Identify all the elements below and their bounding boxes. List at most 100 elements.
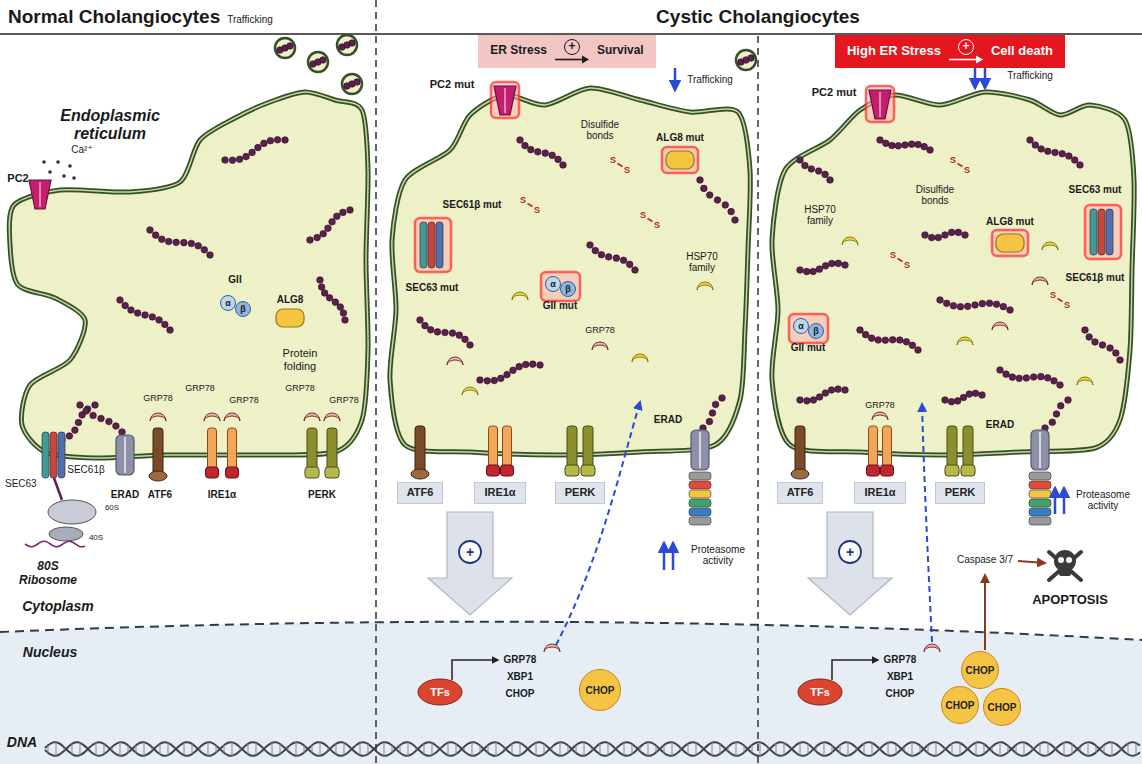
activity-label: Proteasome activity: [1071, 489, 1135, 512]
banner-text: Survival: [597, 44, 644, 58]
proteasome-symbol: [689, 472, 711, 525]
protein-chain: [857, 327, 922, 354]
ire1-sensor: [228, 428, 237, 470]
ire1-sensor: [869, 426, 878, 468]
node-text: CHOP: [988, 702, 1017, 713]
sensor-box: PERK: [935, 482, 986, 503]
chaperone-return-arrow: [556, 402, 640, 645]
skull-symbol: [1049, 550, 1081, 580]
sensor-box: ATF6: [777, 482, 824, 503]
translocon-symbol: [420, 222, 443, 268]
glucosidase-alpha: [546, 277, 561, 292]
mutant-label: GII mut: [791, 342, 825, 354]
chaperone-label: GRP78: [143, 393, 173, 403]
pc2-channel: [869, 90, 891, 119]
compartment-label: DNA: [7, 734, 37, 750]
hsp70-symbol: [1077, 377, 1093, 385]
hsp70-symbol: [1042, 242, 1058, 250]
protein-chain: [1042, 397, 1072, 432]
grp78-symbol: [1032, 277, 1048, 285]
ire1-kinase: [867, 465, 880, 476]
plus-circle: [839, 541, 861, 563]
glucosidase-beta: [561, 282, 576, 297]
plus-sign: +: [564, 39, 580, 55]
chaperone-label: HSP70 family: [673, 251, 731, 274]
banner-text: Cell death: [991, 44, 1053, 59]
gene-label: XBP1: [887, 671, 913, 683]
atf6-domain: [411, 469, 429, 479]
ribosome-60s: [48, 500, 96, 524]
protein-label: SEC63: [5, 478, 37, 490]
bond-label: Disulfide bonds: [570, 119, 630, 142]
protein-chain: [344, 79, 361, 90]
trafficking-arrow: [974, 64, 977, 88]
vesicle: [736, 50, 756, 70]
er-membrane: [772, 92, 1134, 455]
sulfur-label: S: [640, 210, 646, 220]
mutant-label: ALG8 mut: [986, 216, 1034, 228]
protein-chain: [877, 137, 934, 154]
mutation-highlight: [541, 272, 580, 301]
plus-sign: +: [466, 544, 474, 560]
hsp70-symbol: [632, 354, 648, 362]
ribosome-40s: [49, 527, 83, 541]
perk-sensor: [567, 426, 577, 468]
atf6-domain: [149, 471, 167, 481]
ire1-kinase: [881, 465, 894, 476]
glucosidase-alpha: [221, 296, 236, 311]
mutation-highlight: [491, 82, 519, 118]
column-heading: Cystic Cholangiocytes: [656, 6, 860, 28]
increase-arrow: [1063, 488, 1066, 514]
transcription-arrow: [452, 660, 498, 680]
signal-arrow: [808, 512, 892, 615]
complex-label: ERAD: [111, 489, 139, 501]
chaperone-return-arrow: [922, 404, 932, 642]
mutant-label: SEC61β mut: [443, 199, 502, 211]
complex-label: ERAD: [986, 419, 1014, 431]
activity-label: Proteasome activity: [686, 544, 750, 567]
mutation-highlight: [789, 314, 828, 343]
sensor-box: PERK: [555, 482, 606, 503]
column-heading: Normal Cholangiocytes: [8, 6, 220, 28]
gene-label: GRP78: [504, 654, 537, 666]
panel-divider: [375, 0, 377, 764]
sensor-box: IRE1α: [474, 482, 525, 503]
erad-pore: [699, 432, 701, 468]
arrow-glyph: [948, 55, 984, 64]
banner-text: ER Stress: [490, 44, 547, 58]
grp78-symbol: [304, 413, 320, 421]
bond-label: Disulfide bonds: [905, 184, 965, 207]
grp78-symbol: [992, 322, 1008, 330]
increase-arrow: [672, 543, 675, 570]
plus-sign: +: [958, 39, 974, 55]
node-text: ATF6: [787, 486, 814, 498]
perk-kinase: [961, 465, 975, 476]
node-text: CHOP: [586, 685, 615, 696]
perk-kinase: [581, 465, 595, 476]
protein-chain: [1027, 137, 1084, 169]
banner-text: High ER Stress: [847, 44, 941, 59]
vesicle: [275, 38, 295, 58]
mutant-label: SEC61β mut: [1066, 272, 1125, 284]
grp78-symbol: [324, 413, 340, 421]
nucleus-ground: [0, 622, 1142, 764]
trafficking-arrow: [984, 64, 987, 88]
pc2-pore: [39, 182, 41, 207]
pc2-pore: [879, 92, 881, 117]
protein-chain: [797, 260, 849, 275]
translocon-symbol: [42, 432, 65, 478]
vesicle: [337, 35, 357, 55]
node-text: PERK: [945, 486, 976, 498]
stress-banner: ER Stress + Survival: [478, 35, 655, 68]
arrow-glyph: [554, 55, 590, 64]
node-text: PERK: [565, 486, 596, 498]
mutant-label: GII mut: [543, 300, 577, 312]
mutation-highlight: [866, 86, 894, 122]
er-membrane: [9, 92, 368, 458]
er-membrane-inner: [9, 92, 368, 458]
hsp70-symbol: [462, 387, 478, 395]
organelle-label: Endoplasmic reticulum: [50, 107, 170, 144]
ire1-kinase: [206, 467, 219, 478]
protein-chain: [307, 207, 354, 244]
channel-label: PC2: [7, 172, 28, 185]
